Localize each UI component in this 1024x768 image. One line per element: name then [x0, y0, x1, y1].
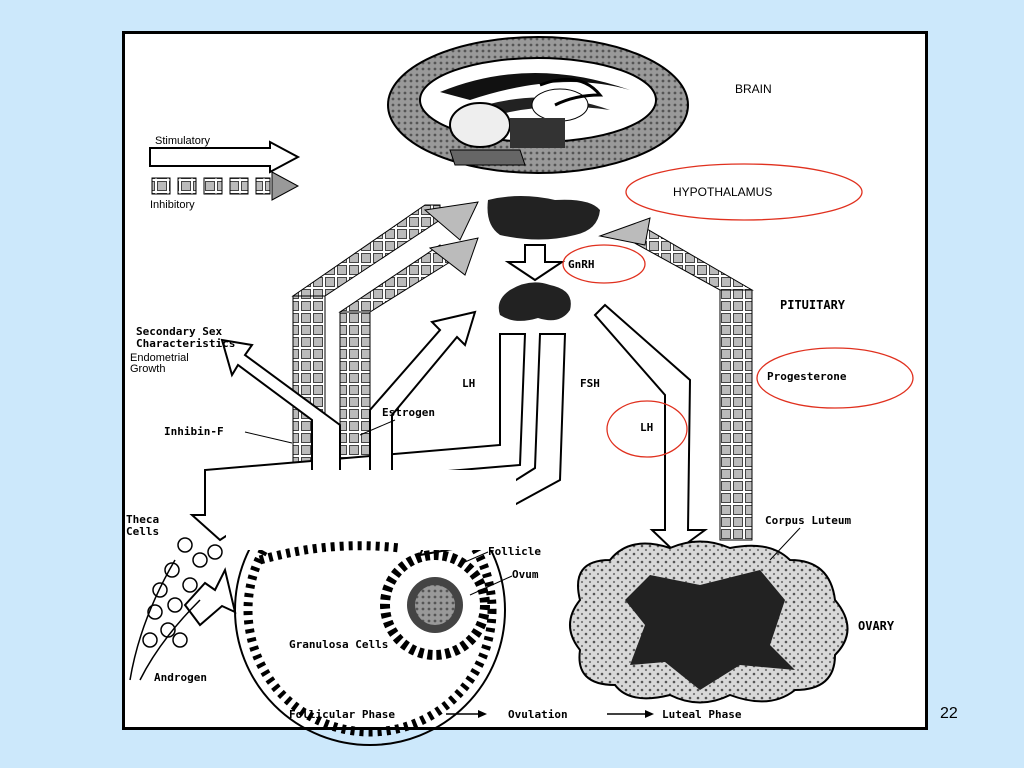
lh-left-label: LH — [462, 377, 475, 390]
gnrh-arrow — [504, 244, 566, 282]
ovum-label: Ovum — [512, 568, 539, 581]
estrogen-label: Estrogen — [382, 406, 435, 419]
fsh-label: FSH — [580, 377, 600, 390]
highlight-ellipses — [562, 163, 914, 458]
corpus-luteum-label: Corpus Luteum — [765, 514, 851, 527]
theca-cells — [129, 537, 223, 681]
secondary-sex-label-line2: Characteristics — [136, 337, 235, 350]
inhibin-label: Inhibin-F — [164, 425, 224, 438]
stimulatory-arrow-icon — [149, 140, 301, 174]
theca-label-line2: Cells — [126, 525, 159, 538]
corpus-luteum — [569, 540, 849, 704]
legend: Stimulatory Inhibitory — [149, 135, 301, 211]
brain-illustration — [387, 36, 689, 174]
secondary-sex-label-line1: Secondary Sex — [136, 325, 222, 338]
pituitary-label: PITUITARY — [780, 298, 846, 312]
hypothalamus-label: HYPOTHALAMUS — [673, 185, 772, 199]
legend-stimulatory-label: Stimulatory — [155, 135, 211, 147]
hypothalamus-shape — [487, 196, 600, 240]
endometrial-label-line2: Growth — [130, 363, 165, 375]
endometrial-label-line1: Endometrial — [130, 352, 189, 364]
brain-label: BRAIN — [735, 82, 772, 96]
progesterone-label: Progesterone — [767, 370, 847, 383]
inhibitory-feedback-right — [598, 217, 754, 541]
pituitary-shape — [498, 282, 571, 321]
follicular-phase-label: Follicular Phase — [289, 708, 395, 721]
follicle-illustration — [226, 470, 516, 746]
granulosa-label: Granulosa Cells — [289, 638, 388, 651]
slide-number: 22 — [940, 705, 958, 722]
androgen-label: Androgen — [154, 671, 207, 684]
androgen-arrow — [183, 567, 237, 627]
legend-inhibitory-label: Inhibitory — [150, 199, 195, 211]
inhibitory-arrow-icon — [151, 171, 300, 201]
follicle-label: Follicle — [488, 545, 541, 558]
gnrh-label: GnRH — [568, 258, 595, 271]
ovary-label: OVARY — [858, 619, 895, 633]
lh-right-label: LH — [640, 421, 653, 434]
luteal-phase-label: Luteal Phase — [662, 708, 742, 721]
theca-label-line1: Theca — [126, 513, 159, 526]
ovulation-label: Ovulation — [508, 708, 568, 721]
phase-timeline: Follicular Phase Ovulation Luteal Phase — [289, 708, 742, 721]
